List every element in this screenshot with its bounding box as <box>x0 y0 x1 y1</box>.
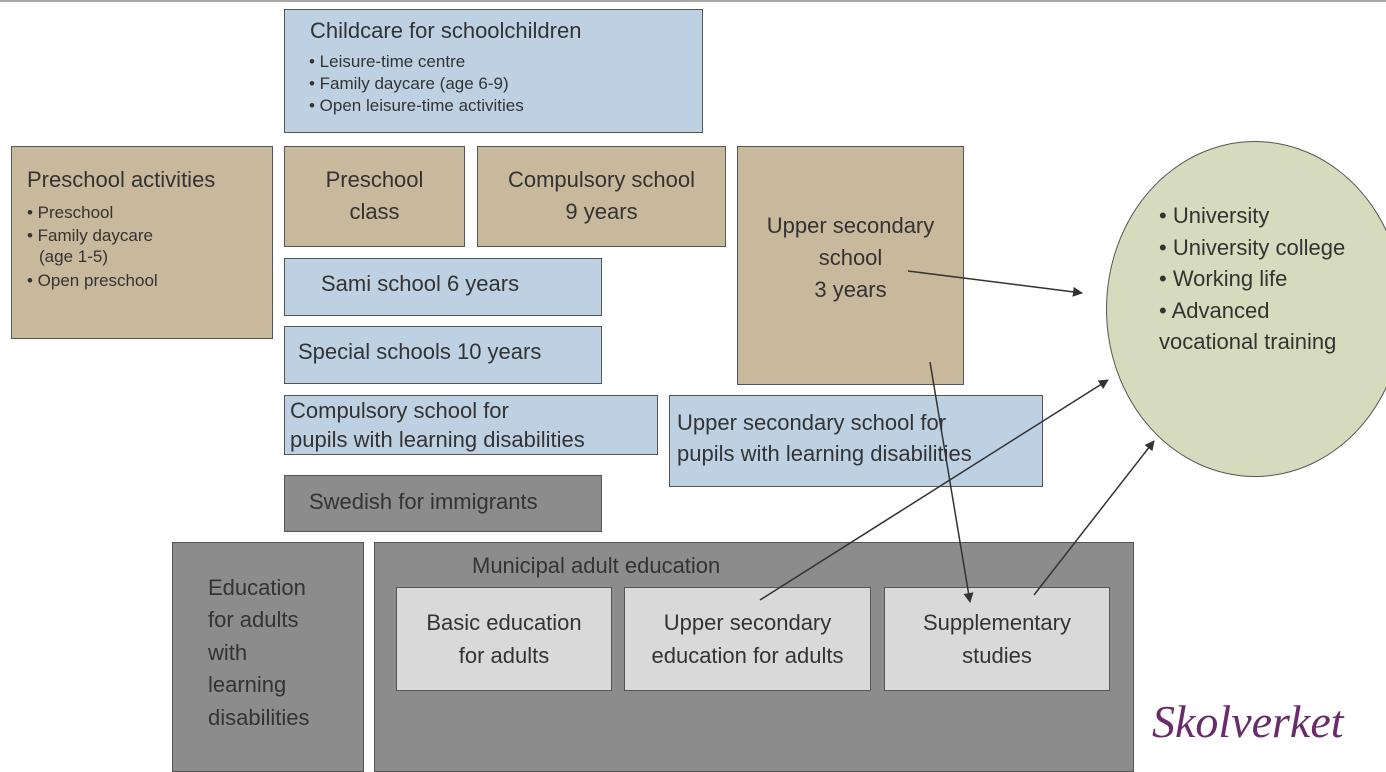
swedish-for-immigrants-label: Swedish for immigrants <box>309 489 538 514</box>
supplementary-studies-label: Supplementary <box>923 610 1071 635</box>
top-rule <box>0 0 1386 2</box>
adults-ld-label: disabilities <box>208 705 310 730</box>
childcare-item: • Leisure-time centre <box>309 52 466 71</box>
outcome-item: • Advanced <box>1159 298 1270 323</box>
special-schools-label: Special schools 10 years <box>298 339 542 364</box>
compulsory-school-ld-box: Compulsory school for pupils with learni… <box>284 395 658 455</box>
childcare-box: Childcare for schoolchildren • Leisure-t… <box>284 9 703 133</box>
childcare-item: • Open leisure-time activities <box>309 96 524 115</box>
outcomes-oval: • University • University college • Work… <box>1106 141 1386 477</box>
preschool-activities-item: • Family daycare <box>27 226 153 245</box>
arrow-upper-secondary-to-outcomes <box>907 270 1083 297</box>
compulsory-school-ld-label: Compulsory school for <box>290 398 509 423</box>
adults-ld-box: Education for adults with learning disab… <box>172 542 364 772</box>
compulsory-school-label: Compulsory school <box>507 167 696 192</box>
special-schools-box: Special schools 10 years <box>284 326 602 384</box>
childcare-item: • Family daycare (age 6-9) <box>309 74 509 93</box>
adults-ld-label: learning <box>208 672 287 697</box>
upper-secondary-adults-box: Upper secondary education for adults <box>624 587 871 691</box>
preschool-activities-box: Preschool activities • Preschool • Famil… <box>11 146 273 339</box>
outcome-item: vocational training <box>1159 329 1337 354</box>
upper-secondary-school-box: Upper secondary school 3 years <box>737 146 964 385</box>
flow-arrows <box>759 270 1155 603</box>
compulsory-school-box: Compulsory school 9 years <box>477 146 726 247</box>
outcome-item: • University college <box>1159 235 1346 260</box>
upper-secondary-ld-label: pupils with learning disabilities <box>677 441 972 466</box>
preschool-activities-item: • Preschool <box>27 203 114 222</box>
upper-secondary-label: school <box>818 245 883 270</box>
upper-secondary-ld-label: Upper secondary school for <box>677 410 947 435</box>
preschool-class-label: class <box>349 199 400 224</box>
skolverket-logo: Skolverket <box>1152 696 1344 747</box>
upper-secondary-adults-label: Upper secondary <box>663 610 832 635</box>
compulsory-school-ld-label: pupils with learning disabilities <box>290 427 585 452</box>
sami-school-label: Sami school 6 years <box>321 271 520 296</box>
municipal-adult-education-title: Municipal adult education <box>472 553 721 578</box>
adults-ld-label: with <box>208 640 248 665</box>
basic-education-box: Basic education for adults <box>396 587 612 691</box>
basic-education-label: for adults <box>458 643 550 668</box>
preschool-class-box: Preschool class <box>284 146 465 247</box>
swedish-for-immigrants-box: Swedish for immigrants <box>284 475 602 532</box>
upper-secondary-label: 3 years <box>814 277 887 302</box>
adults-ld-label: for adults <box>208 607 299 632</box>
upper-secondary-label: Upper secondary <box>766 213 935 238</box>
adults-ld-label: Education <box>208 575 306 600</box>
upper-secondary-adults-label: education for adults <box>651 643 844 668</box>
preschool-class-label: Preschool <box>325 167 424 192</box>
upper-secondary-ld-box: Upper secondary school for pupils with l… <box>669 395 1043 487</box>
sami-school-box: Sami school 6 years <box>284 258 602 316</box>
compulsory-school-label: 9 years <box>565 199 638 224</box>
arrow-adult-upper-to-outcomes <box>759 379 1109 601</box>
arrow-supplementary-to-outcomes <box>1033 440 1155 596</box>
arrow-upper-secondary-to-supplementary <box>929 361 974 603</box>
childcare-title: Childcare for schoolchildren <box>310 18 582 43</box>
supplementary-studies-label: studies <box>962 643 1032 668</box>
outcome-item: • University <box>1159 203 1270 228</box>
outcome-item: • Working life <box>1159 266 1288 291</box>
preschool-activities-item: • Open preschool <box>27 271 158 290</box>
preschool-activities-item: (age 1-5) <box>39 247 108 266</box>
preschool-activities-title: Preschool activities <box>27 167 216 192</box>
supplementary-studies-box: Supplementary studies <box>884 587 1110 691</box>
basic-education-label: Basic education <box>426 610 582 635</box>
